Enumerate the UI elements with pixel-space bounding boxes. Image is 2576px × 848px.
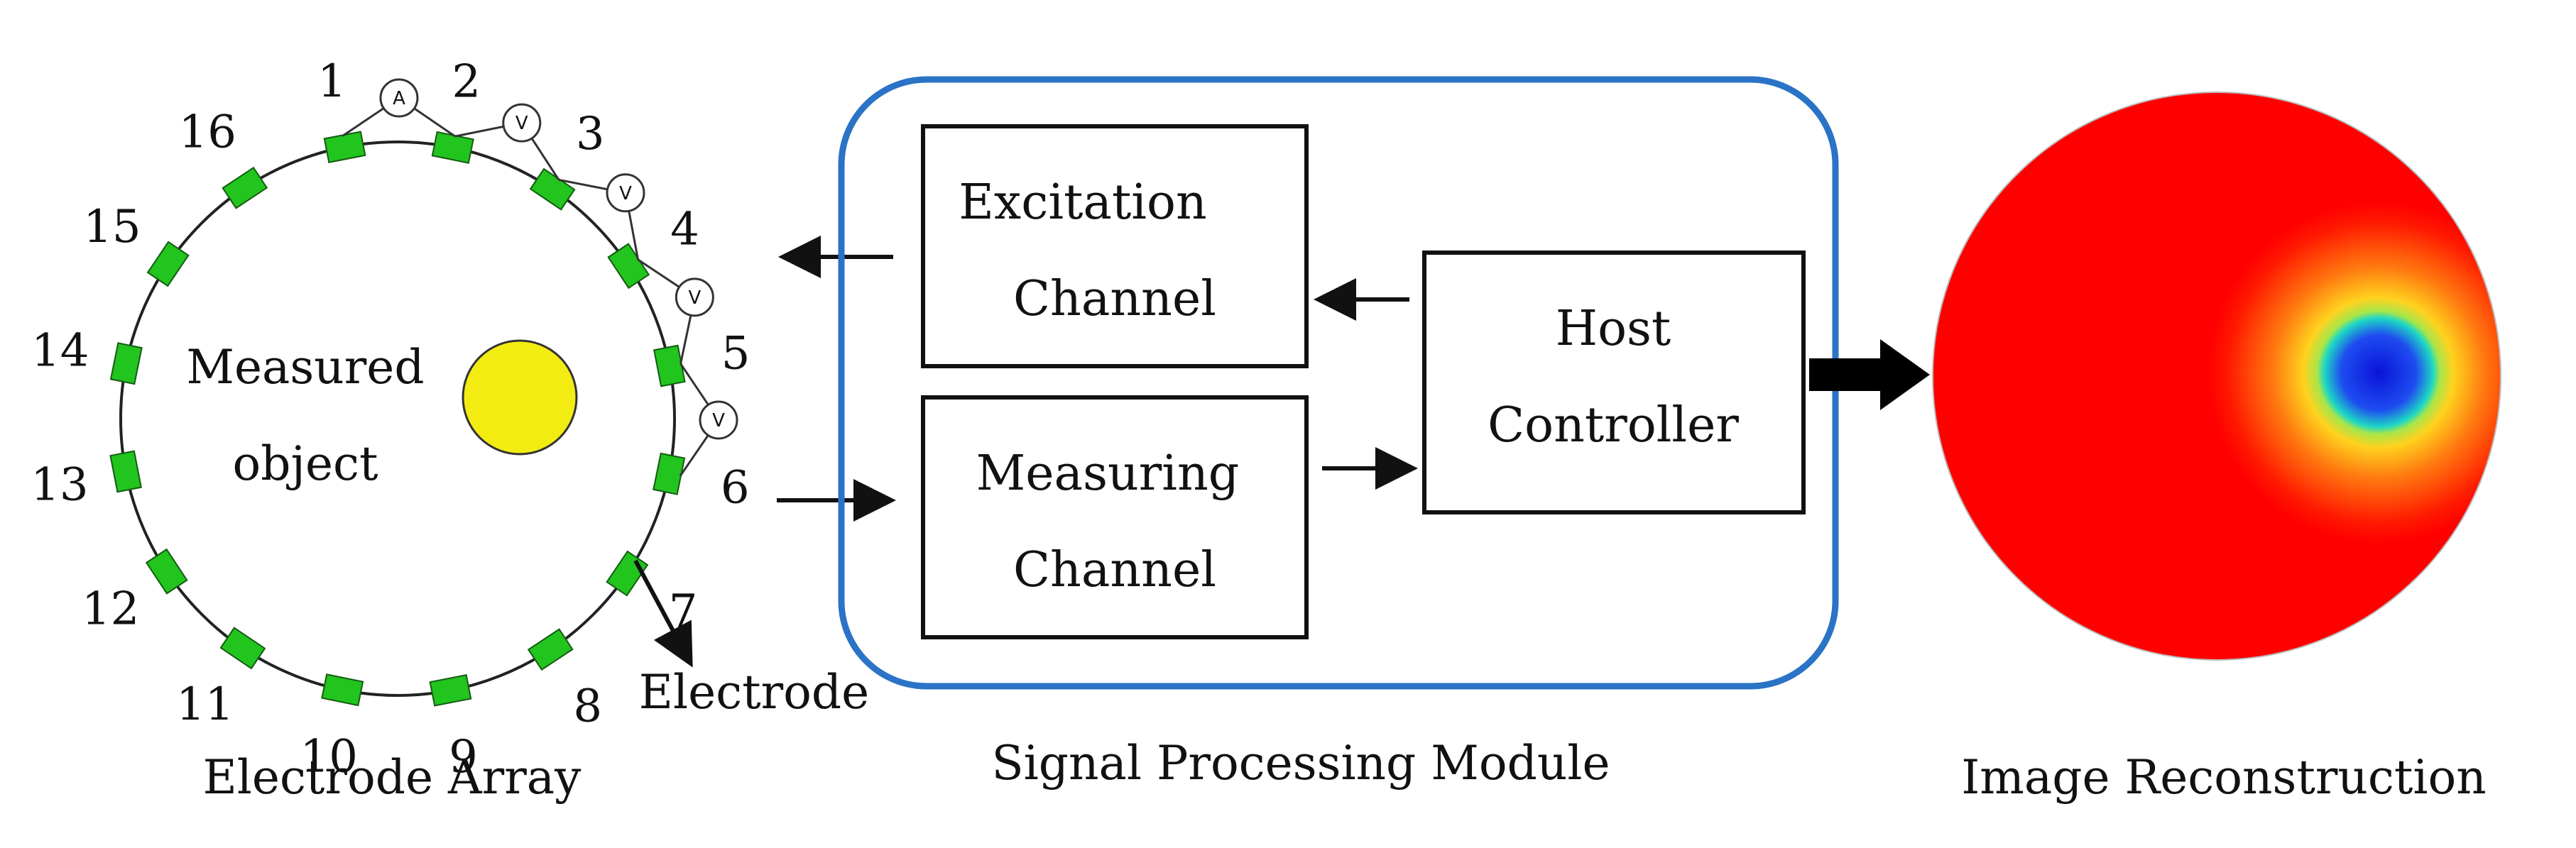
measuring-channel-label-line1: Measuring [976, 446, 1240, 502]
electrode-pad-9 [429, 674, 472, 707]
electrode-pad-8 [527, 628, 574, 671]
electrode-number-4: 4 [670, 203, 699, 255]
voltmeter-symbol: V [688, 287, 701, 309]
electrode-number-11: 11 [176, 678, 234, 731]
host-controller-label-line2: Controller [1488, 397, 1739, 453]
measuring-channel-label-line2: Channel [1013, 542, 1216, 598]
electrode-pad-16 [222, 166, 268, 209]
electrode-number-1: 1 [317, 55, 346, 108]
voltmeter-symbol: V [515, 113, 528, 134]
ammeter-icon [379, 78, 419, 118]
electrode-pad-3 [529, 167, 576, 211]
electrode-pad-6 [653, 452, 686, 495]
electrode-pad-12 [145, 548, 188, 595]
voltmeter-symbol: V [619, 183, 632, 204]
electrode-callout-arrow [633, 559, 693, 668]
voltmeter-icon [699, 400, 738, 440]
electrode-pads [109, 131, 686, 707]
electrode-pad-2 [431, 131, 474, 164]
electrode-pad-4 [607, 243, 650, 290]
electrode-array-caption: Electrode Array [203, 750, 582, 805]
electrode-number-3: 3 [576, 108, 605, 160]
host-controller-label-line1: Host [1556, 301, 1671, 357]
measured-object-disc [462, 339, 578, 456]
electrode-pad-1 [323, 131, 366, 163]
electrode-number-10: 10 [300, 730, 358, 783]
measured-object-label-line1: Measured [186, 340, 424, 395]
voltmeter-icon [502, 103, 542, 143]
electrode-number-14: 14 [31, 324, 89, 377]
voltmeter-symbol: V [712, 410, 725, 431]
measured-object-label-line2: object [233, 436, 378, 491]
electrode-number-5: 5 [721, 327, 751, 380]
measuring-channel-box [921, 395, 1309, 639]
electrode-number-8: 8 [573, 680, 602, 732]
electrode-pad-10 [321, 673, 364, 707]
host-controller-box [1422, 250, 1806, 514]
meter-wiring: A V V V V [342, 78, 738, 477]
voltmeter-icon [675, 277, 714, 317]
electrode-number-13: 13 [31, 459, 88, 512]
voltmeter-icon [606, 173, 645, 213]
image-reconstruction-caption: Image Reconstruction [1961, 750, 2487, 805]
electrode-number-2: 2 [452, 56, 481, 109]
electrode-pad-13 [109, 450, 142, 493]
electrode-number-9: 9 [449, 731, 478, 783]
electrode-number-6: 6 [721, 462, 750, 514]
electrode-pad-5 [653, 344, 686, 387]
electrode-pad-15 [146, 241, 190, 287]
electrode-pad-11 [219, 627, 266, 670]
reconstruction-disc [1932, 92, 2501, 661]
output-arrow [1809, 339, 1930, 410]
signal-processing-module: Excitation Channel Measuring Channel Hos… [838, 76, 1839, 791]
measurement-ring [119, 141, 676, 697]
electrode-number-16: 16 [179, 106, 236, 159]
excitation-channel-label-line2: Channel [1013, 271, 1216, 327]
electrode-callout-label: Electrode [639, 665, 869, 720]
electrode-pad-14 [109, 342, 143, 385]
ammeter-symbol: A [393, 88, 405, 109]
excitation-channel-box [921, 124, 1309, 368]
electrode-number-15: 15 [83, 201, 141, 253]
electrode-number-12: 12 [82, 583, 139, 636]
image-reconstruction: Image Reconstruction [1932, 92, 2501, 805]
excitation-channel-label-line1: Excitation [959, 175, 1207, 231]
signal-processing-caption: Signal Processing Module [991, 736, 1610, 791]
